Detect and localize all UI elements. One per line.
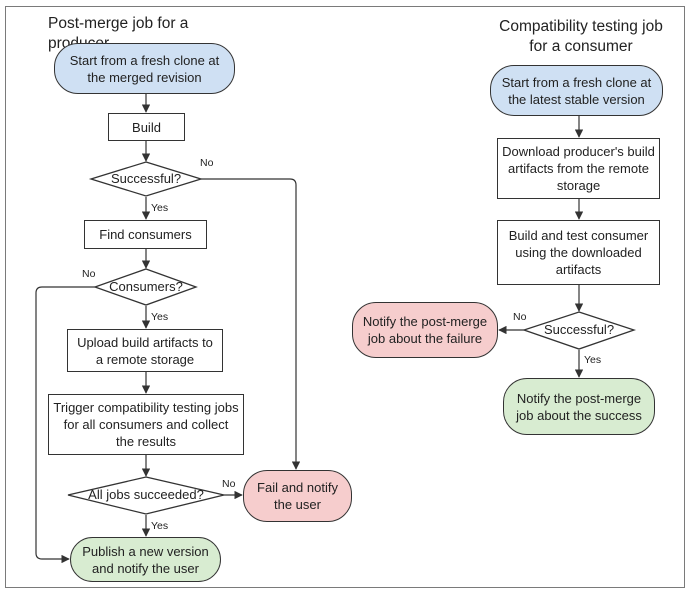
node-download: Download producer's build artifacts from… [497, 138, 660, 199]
label-yes-all: Yes [151, 520, 169, 532]
decision-all-succeeded-shape [67, 476, 225, 515]
decision-consumer-successful-shape [521, 311, 637, 350]
label-no-consumers: No [82, 268, 96, 280]
decision-consumers-shape [93, 268, 198, 306]
decision-consumers-label: Consumers? [109, 279, 183, 294]
label-yes-consumers: Yes [151, 311, 169, 323]
decision-all-succeeded-label: All jobs succeeded? [88, 487, 204, 502]
diagram-frame [5, 6, 685, 588]
node-build: Build [108, 113, 185, 141]
label-no-consumer: No [513, 311, 527, 323]
node-build-test: Build and test consumer using the downlo… [497, 220, 660, 285]
edge-consumers-no-publish [35, 286, 95, 564]
node-notify-success: Notify the post-merge job about the succ… [503, 378, 655, 435]
decision-successful-label: Successful? [110, 171, 182, 186]
node-fail: Fail and notify the user [243, 470, 352, 522]
decision-consumer-successful-label: Successful? [543, 322, 615, 337]
decision-successful-shape [88, 161, 204, 197]
label-no-successful: No [200, 157, 214, 169]
node-consumer-start: Start from a fresh clone at the latest s… [490, 65, 663, 116]
node-publish: Publish a new version and notify the use… [70, 537, 221, 582]
edge-successful-no-fail [201, 178, 301, 470]
node-find-consumers: Find consumers [84, 220, 207, 249]
node-trigger: Trigger compatibility testing jobs for a… [48, 394, 244, 455]
label-no-all: No [222, 478, 236, 490]
node-notify-failure: Notify the post-merge job about the fail… [352, 302, 498, 358]
label-yes-successful: Yes [151, 202, 169, 214]
node-producer-start: Start from a fresh clone at the merged r… [54, 43, 235, 94]
node-upload: Upload build artifacts to a remote stora… [67, 329, 223, 372]
label-yes-consumer: Yes [584, 354, 602, 366]
consumer-title: Compatibility testing job for a consumer [499, 18, 663, 55]
